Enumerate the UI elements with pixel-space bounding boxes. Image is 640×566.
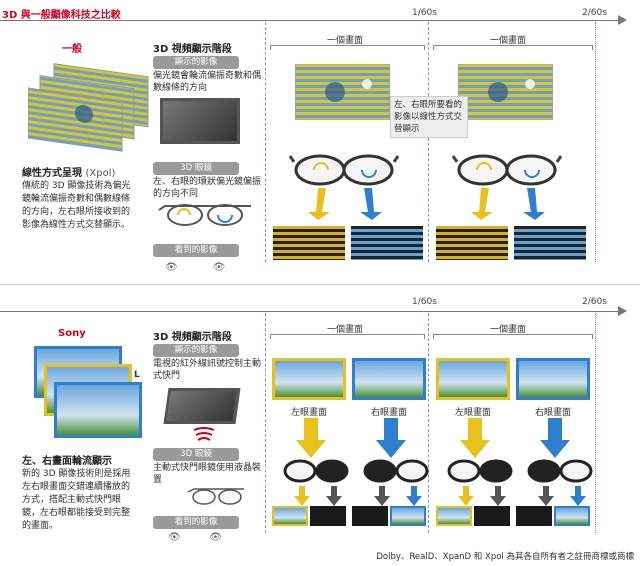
page-title: 3D 與一般顯像科技之比較 [2,10,121,21]
top-frame-label-2: 一個畫面 [489,36,526,46]
b-arrow-blue-2-icon [540,418,570,458]
b-seen-2c [516,506,552,526]
bottom-display-text: 電視的紅外線訊號控制主動式快門 [153,359,262,381]
top-tv-screen [160,98,240,144]
bottom-tv-screen [163,388,241,424]
b-glasses-1b [363,459,429,483]
top-frame-bracket-2 [433,45,593,50]
b-left-img-2 [436,358,510,400]
top-frame1-seen [273,226,423,260]
b-arrow-yellow-2-icon [460,418,490,458]
footer-note: Dolby、RealD、XpanD 和 Xpol 為其各自所有者之註冊商標或商標 [376,552,634,562]
top-method-desc: 傳統的 3D 顯像技術為偏光鏡輪流偏振奇數和偶數線條的方向，左右眼所接收到的影像… [22,181,131,230]
top-timeline-arrow-icon [618,15,627,25]
bottom-timeline-arrow-icon [618,306,627,316]
bottom-time-1: 1/60s [412,297,437,307]
bottom-method-title: 左、右畫面輪流顯示 [22,456,112,467]
bottom-frame-label-1: 一個畫面 [326,325,363,335]
b-seen-2b [474,506,510,526]
bottom-time-2: 2/60s [582,297,607,307]
top-pill-display: 顯示的影像 [153,56,239,69]
b-seen-2a [436,506,472,526]
b-left-img-1 [272,358,346,400]
b-right-img-2 [516,358,590,400]
bottom-timeline [0,311,618,312]
b-glasses-2b [527,459,593,483]
top-display-text: 偏光鏡會輪流偏振奇數和偶數線條的方向 [153,71,262,93]
bottom-frame-label-2: 一個畫面 [489,325,526,335]
b-glasses-2a [447,459,513,483]
bottom-eyes-icon: 👁 👁 [168,532,222,543]
top-method-title: 線性方式呈現 (Xpol) [22,168,116,179]
top-frame-bracket-1 [270,45,425,50]
top-callout: 左、右眼所要看的影像以線性方式交替顯示 [390,96,468,138]
stack-label-l2: L [134,370,140,380]
b-small-arrows-2b-icon [538,486,586,506]
bottom-pill-glasses: 3D 眼鏡 [153,448,239,461]
bottom-glasses-icon [187,488,244,505]
sony-image-stack: L R L [30,346,150,442]
bottom-divider-2 [428,313,429,533]
xpol-image-stack [28,63,149,152]
top-divider-1 [265,22,266,262]
stack-frame-front [54,382,142,438]
top-pill-seen: 看到的影像 [153,244,239,257]
b-seen-1c [352,506,388,526]
bottom-brand-label: Sony [58,328,86,339]
b-right-label-2: 右眼畫面 [534,408,571,418]
b-right-label-1: 右眼畫面 [370,408,407,418]
b-small-arrows-1b-icon [374,486,422,506]
b-glasses-1a [283,459,349,483]
b-left-label-2: 左眼畫面 [454,408,491,418]
bottom-frame-bracket-1 [270,334,425,339]
bottom-glasses-text: 主動式快門眼鏡使用液晶裝置 [153,463,262,485]
b-arrow-yellow-1-icon [296,418,326,458]
b-left-label-1: 左眼畫面 [290,408,327,418]
top-brand-label: 一般 [62,44,82,55]
bottom-method-desc: 新的 3D 顯像技術則是採用左右眼畫面交錯連續播放的方式，搭配主動式快門眼鏡，左… [22,469,131,531]
top-frame1-glasses [288,154,400,220]
b-right-img-1 [352,358,426,400]
top-time-2: 2/60s [582,8,607,18]
top-glasses-icon [158,204,251,226]
ir-signal-icon [193,427,215,441]
top-frame2-image [458,64,553,120]
top-stage-title: 3D 視頻顯示階段 [153,44,232,55]
bottom-divider-3 [595,313,596,533]
bottom-frame-bracket-2 [433,334,593,339]
top-frame-label-1: 一個畫面 [326,36,363,46]
b-small-arrows-2a-icon [458,486,506,506]
b-arrow-blue-1-icon [376,418,406,458]
top-frame2-glasses [451,154,563,220]
bottom-stage-title: 3D 視頻顯示階段 [153,332,232,343]
bottom-pill-seen: 看到的影像 [153,516,239,529]
bottom-pill-display: 顯示的影像 [153,344,239,357]
b-seen-1b [310,506,346,526]
b-seen-1d [390,506,426,526]
b-seen-2d [554,506,590,526]
top-frame1-image [295,64,390,120]
top-time-1: 1/60s [412,8,437,18]
top-pill-glasses: 3D 眼鏡 [153,162,239,175]
top-divider-2 [428,22,429,262]
top-eyes-icon: 👁 👁 [165,262,226,273]
top-timeline [0,20,618,21]
bottom-divider-1 [265,313,266,533]
b-small-arrows-1a-icon [294,486,342,506]
top-frame2-seen [436,226,586,260]
top-glasses-text: 左、右眼的環狀偏光鏡偏振的方向不同 [153,177,262,199]
top-divider-3 [595,22,596,262]
section-separator [0,284,640,285]
b-seen-1a [272,506,308,526]
